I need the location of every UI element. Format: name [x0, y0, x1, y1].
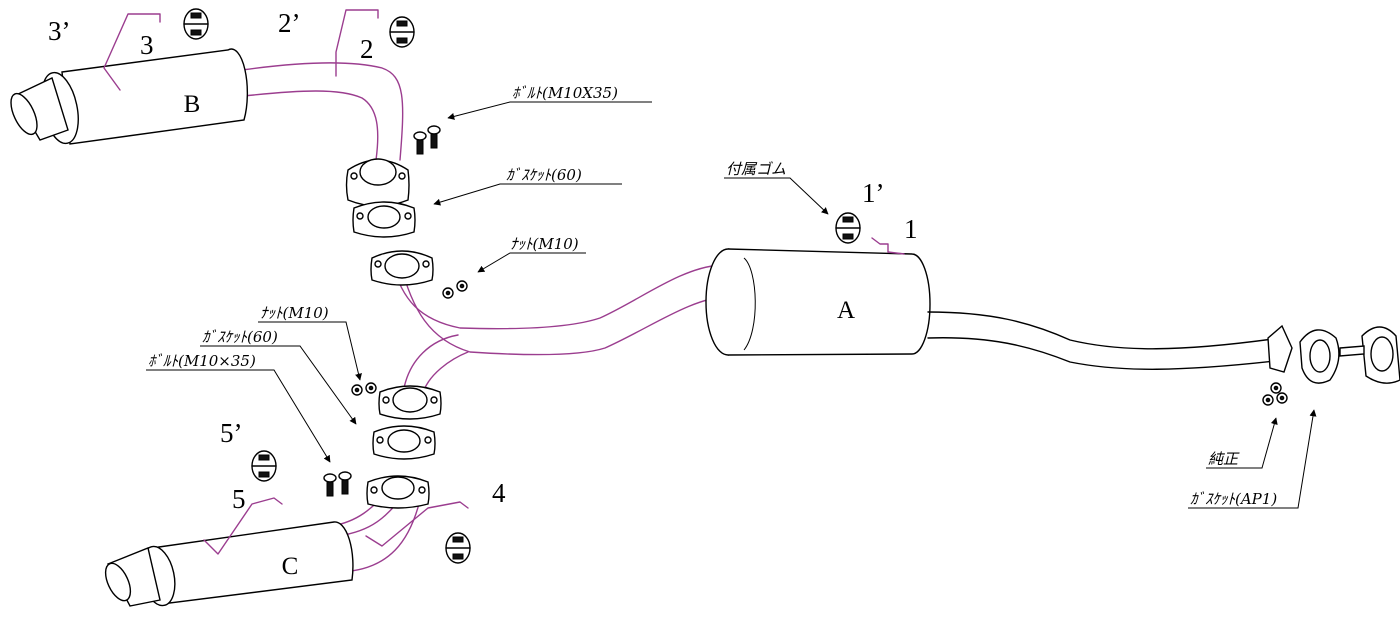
y-pipe-upper [391, 261, 721, 330]
callout-genuine: 純正 [1208, 450, 1240, 468]
fasteners [323, 125, 1288, 497]
hanger-2 [335, 9, 379, 77]
muffler-c-label: C [282, 553, 299, 580]
tail-pipe-upper [927, 311, 1281, 350]
callout-gasket-ap1: ｶﾞｽｹｯﾄ(AP1) [1190, 490, 1277, 508]
callout-texts: ﾎﾞﾙﾄ(M10X35) ｶﾞｽｹｯﾄ(60) ﾅｯﾄ(M10) 付属ゴム ﾅｯ… [148, 84, 1277, 508]
hanger-1 [871, 237, 905, 255]
muffler-b-body [61, 48, 249, 145]
leader-bolt-mid [146, 369, 331, 463]
rubber-hanger-icon-4 [445, 532, 471, 564]
callout-bolt-mid: ﾎﾞﾙﾄ(M10×35) [148, 352, 256, 370]
flange-y-upper [370, 250, 434, 286]
leader-bolt-top [447, 101, 652, 120]
muffler-b-label: B [184, 91, 201, 118]
callout-leaders [146, 101, 1317, 509]
muffler-a-shading [743, 257, 756, 351]
flange-c [366, 475, 430, 509]
flange-b [345, 158, 410, 207]
leader-nut-mid [258, 321, 362, 381]
leader-gasket-mid [200, 345, 357, 425]
hanger-number-2p: 2’ [278, 8, 301, 38]
callout-gasket-top: ｶﾞｽｹｯﾄ(60) [506, 166, 582, 184]
bolts-mid [323, 471, 352, 497]
flange-rear-stock [1339, 326, 1400, 384]
callout-rubber: 付属ゴム [726, 160, 786, 178]
bolts-top [413, 125, 441, 155]
gasket-ap1 [1299, 329, 1340, 384]
y-branch-lower [423, 351, 469, 391]
flanges [345, 158, 1400, 509]
leader-gasket-ap1 [1188, 409, 1317, 509]
rubber-hanger-icon-5p [251, 450, 277, 482]
rubber-hanger-icon-3p [183, 8, 209, 40]
tail-pipe-lower [927, 337, 1285, 370]
muffler-a-assembly: A [241, 62, 1293, 391]
nuts-top [442, 280, 468, 299]
hanger-number-2: 2 [360, 34, 374, 64]
rubber-hangers [183, 8, 861, 564]
callout-bolt-top: ﾎﾞﾙﾄ(M10X35) [512, 84, 618, 102]
rubber-hanger-icon-1p [835, 212, 861, 244]
muffler-a-label: A [837, 297, 855, 324]
flange-y-lower [378, 385, 442, 420]
muffler-c-assembly: C [104, 479, 469, 607]
hanger-number-5p: 5’ [220, 418, 243, 448]
pipe-b-lower [243, 90, 379, 161]
hanger-number-3p: 3’ [48, 16, 71, 46]
leader-genuine [1206, 417, 1278, 469]
y-pipe-lower [399, 261, 731, 356]
leader-gasket-top [433, 183, 622, 206]
leader-rubber [724, 177, 829, 215]
muffler-c-body [151, 521, 354, 605]
gasket-60-mid [372, 425, 436, 460]
leader-nut-top [477, 252, 586, 273]
nuts-mid [351, 382, 377, 396]
y-branch-upper [403, 334, 459, 389]
hanger-number-5: 5 [232, 484, 246, 514]
rubber-hanger-icon-2p [389, 16, 415, 48]
rear-flange [1267, 324, 1293, 373]
callout-gasket-mid: ｶﾞｽｹｯﾄ(60) [202, 328, 278, 346]
hanger-numbers: 3’ 3 2’ 2 1’ 1 5’ 5 4 [48, 8, 918, 514]
muffler-a-body [727, 248, 931, 356]
hanger-number-1: 1 [904, 214, 918, 244]
callout-nut-mid: ﾅｯﾄ(M10) [260, 304, 329, 322]
pipe-b-upper [241, 62, 404, 161]
muffler-b-tip-opening [10, 92, 38, 136]
nuts-rear [1262, 382, 1288, 406]
hanger-number-3: 3 [140, 30, 154, 60]
hanger-number-1p: 1’ [862, 178, 885, 208]
muffler-c-tip-opening [104, 562, 132, 602]
pipe-c-lower [339, 499, 421, 573]
hanger-5 [203, 497, 283, 555]
hanger-4 [365, 501, 469, 547]
hanger-3 [103, 13, 161, 91]
callout-nut-top: ﾅｯﾄ(M10) [510, 235, 579, 253]
hanger-number-4: 4 [492, 478, 506, 508]
muffler-b-assembly: B [10, 9, 379, 145]
gasket-60-top [352, 201, 416, 238]
